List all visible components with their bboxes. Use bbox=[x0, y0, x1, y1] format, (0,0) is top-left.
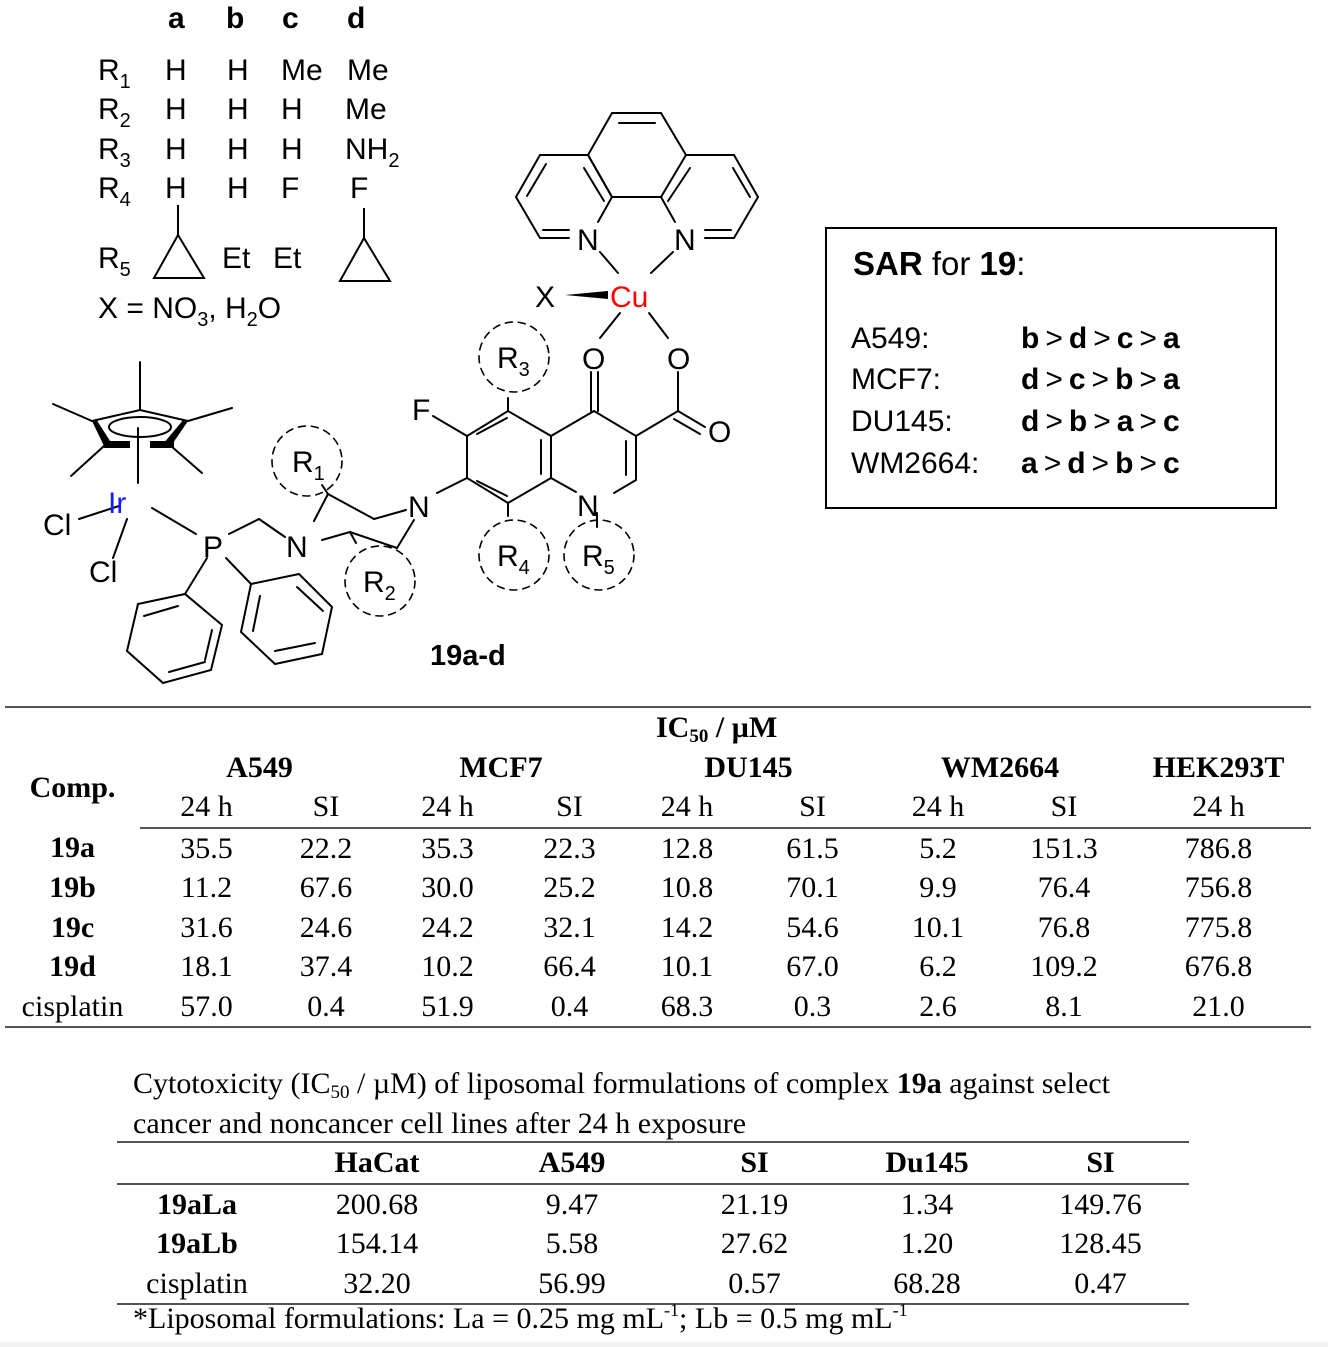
sar-order: d>c>b>a bbox=[1021, 363, 1180, 396]
sar-summary-box: SAR for 19: A549: b>d>c>a MCF7: d>c>b>a … bbox=[825, 227, 1277, 509]
legend-cell: Et bbox=[273, 242, 302, 275]
piperazine-n-label: N bbox=[408, 491, 430, 524]
legend-cell: H bbox=[165, 93, 187, 126]
legend-row-label-r2: R2 bbox=[98, 93, 131, 132]
column-header-si: SI bbox=[667, 1142, 842, 1185]
column-header-a549: A549 bbox=[477, 1142, 667, 1185]
phenanthroline-n-label: N bbox=[577, 224, 599, 257]
subheader: 24 h bbox=[140, 787, 273, 829]
sar-order: b>d>c>a bbox=[1021, 322, 1180, 355]
legend-cell: H bbox=[281, 93, 303, 126]
substituent-legend: a b c d R1 H H Me Me R2 H H H Me R3 H H … bbox=[0, 0, 420, 330]
legend-cell: H bbox=[165, 133, 187, 166]
legend-cell: H bbox=[227, 93, 249, 126]
column-header-du145: Du145 bbox=[842, 1142, 1012, 1185]
legend-cell: H bbox=[165, 172, 187, 205]
r1-label: R1 bbox=[292, 446, 325, 485]
legend-cell: Me bbox=[347, 54, 389, 87]
r3-label: R3 bbox=[497, 342, 530, 381]
piperazine-n-label: N bbox=[286, 531, 308, 564]
legend-cell: H bbox=[227, 54, 249, 87]
legend-cell-nh2: NH2 bbox=[345, 133, 400, 172]
column-header-wm2664: WM2664 bbox=[940, 750, 1060, 784]
legend-cell: H bbox=[227, 172, 249, 205]
column-header-a549: A549 bbox=[226, 750, 293, 784]
phosphorus-label: P bbox=[203, 531, 223, 564]
counterion-definition: X = NO3, H2O bbox=[98, 292, 282, 331]
legend-cell: F bbox=[281, 172, 300, 205]
oxygen-label: O bbox=[582, 343, 605, 376]
x-ligand-label: X bbox=[535, 281, 555, 314]
legend-cell: H bbox=[165, 54, 187, 87]
r5-label: R5 bbox=[582, 540, 615, 579]
oxygen-label: O bbox=[708, 416, 731, 449]
legend-cell: Et bbox=[222, 242, 251, 275]
column-header-blank bbox=[117, 1142, 277, 1185]
table-row: 19aLa 200.68 9.47 21.19 1.34 149.76 bbox=[156, 1187, 1142, 1221]
r4-label: R4 bbox=[497, 540, 530, 579]
subheader: SI bbox=[1002, 787, 1126, 829]
liposome-table-caption: Cytotoxicity (IC50 / µM) of liposomal fo… bbox=[133, 1067, 1110, 1140]
legend-col-b: b bbox=[226, 2, 245, 35]
legend-row-label-r5: R5 bbox=[98, 242, 131, 281]
sar-order: d>b>a>c bbox=[1021, 405, 1180, 438]
column-header-mcf7: MCF7 bbox=[459, 750, 543, 784]
column-header-comp: Comp. bbox=[29, 771, 116, 804]
phenanthroline-n-label: N bbox=[674, 224, 696, 257]
legend-col-d: d bbox=[347, 2, 366, 35]
r2-label: R2 bbox=[363, 566, 396, 605]
cyclopropyl-icon bbox=[152, 205, 206, 279]
quinolone-n-label: N bbox=[577, 490, 599, 523]
sar-order: a>d>b>c bbox=[1021, 447, 1180, 480]
chemical-structure-19a-d: Ir Cl Cl P N N F N X Cu N N O O O R1 R2 … bbox=[43, 112, 759, 685]
bottom-strip bbox=[0, 1342, 1328, 1347]
chloride-label: Cl bbox=[89, 556, 117, 589]
legend-row-label-r3: R3 bbox=[98, 133, 131, 172]
subheader: 24 h bbox=[623, 787, 751, 829]
copper-label: Cu bbox=[610, 281, 648, 314]
table-row: 19aLb 154.14 5.58 27.62 1.20 128.45 bbox=[156, 1227, 1142, 1261]
liposome-table: HaCat A549 SI Du145 SI 19aLa 200.68 9.47… bbox=[117, 1141, 1189, 1305]
legend-cell: H bbox=[227, 133, 249, 166]
oxygen-label: O bbox=[667, 343, 690, 376]
liposome-footnote: *Liposomal formulations: La = 0.25 mg mL… bbox=[133, 1300, 908, 1335]
compound-label: 19a-d bbox=[430, 640, 506, 672]
chloride-label: Cl bbox=[43, 509, 71, 542]
cyclopropyl-icon bbox=[338, 208, 392, 282]
subheader: 24 h bbox=[1126, 787, 1311, 829]
legend-cell: Me bbox=[281, 54, 323, 87]
iridium-label: Ir bbox=[108, 487, 126, 520]
ic50-table: IC50 / µM Comp. A549 MCF7 DU145 WM2664 H… bbox=[5, 706, 1311, 1028]
fluorine-label: F bbox=[412, 394, 430, 427]
legend-row-label-r1: R1 bbox=[98, 54, 131, 93]
legend-cell: H bbox=[281, 133, 303, 166]
sar-title: SAR for 19: bbox=[853, 245, 1026, 282]
legend-row-label-r4: R4 bbox=[98, 172, 131, 211]
table-title: IC50 / µM bbox=[656, 711, 778, 748]
subheader: SI bbox=[751, 787, 874, 829]
subheader: SI bbox=[516, 787, 623, 829]
column-header-si: SI bbox=[1012, 1142, 1189, 1185]
column-header-hacat: HaCat bbox=[277, 1142, 477, 1185]
table-row: cisplatin 32.20 56.99 0.57 68.28 0.47 bbox=[117, 1263, 1189, 1305]
legend-cell: Me bbox=[345, 93, 387, 126]
legend-col-c: c bbox=[282, 2, 299, 35]
column-header-du145: DU145 bbox=[704, 750, 793, 784]
legend-col-a: a bbox=[168, 2, 185, 35]
subheader: 24 h bbox=[874, 787, 1002, 829]
subheader: SI bbox=[273, 787, 379, 829]
column-header-hek293t: HEK293T bbox=[1152, 750, 1285, 784]
subheader: 24 h bbox=[379, 787, 516, 829]
legend-cell: F bbox=[350, 172, 369, 205]
